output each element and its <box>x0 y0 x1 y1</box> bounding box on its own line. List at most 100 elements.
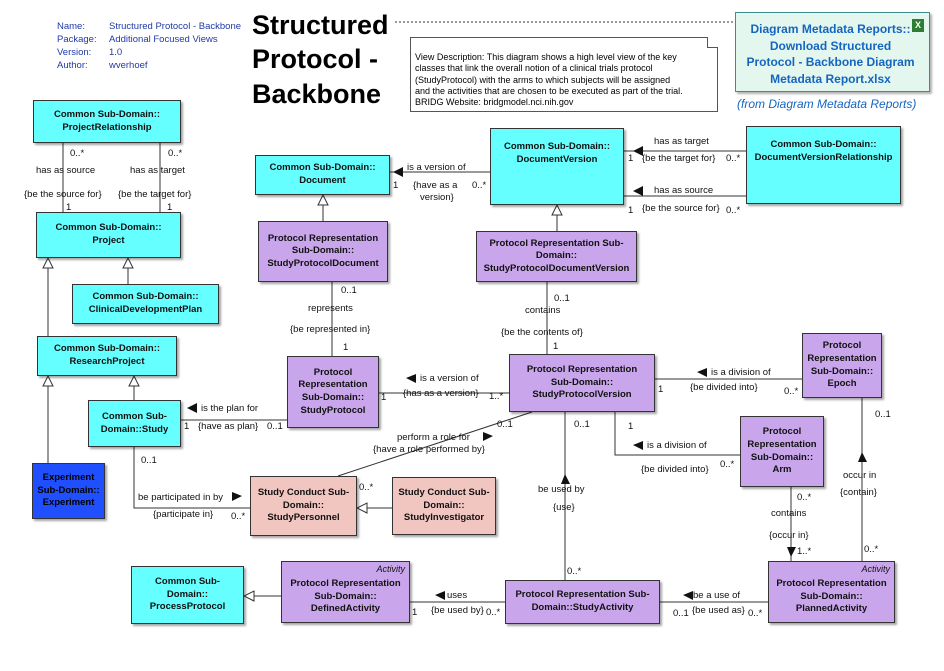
dvr-mult-1a: 1 <box>628 153 633 164</box>
sp-mult-1: 1 <box>381 392 386 403</box>
meta-version-label: Version: <box>57 47 92 58</box>
role-be-source-for-2: {be the source for} <box>642 203 720 214</box>
class-clinical-development-plan[interactable]: Common Sub-Domain:: ClinicalDevelopmentP… <box>72 284 219 324</box>
class-label: Common Sub-Domain:: <box>55 222 162 234</box>
class-project-relationship[interactable]: Common Sub-Domain:: ProjectRelationship <box>33 100 181 143</box>
pa-mult-0m-2: 0..* <box>748 608 763 619</box>
arm-mult-0m: 0..* <box>720 459 735 470</box>
role-occur-in: occur in <box>843 470 876 481</box>
role-perform-role: perform a role for <box>397 432 470 443</box>
class-label: Common Sub-Domain:: <box>92 291 199 303</box>
class-planned-activity[interactable]: Activity Protocol Representation Sub-Dom… <box>768 561 895 623</box>
class-study-investigator[interactable]: Study Conduct Sub- Domain:: StudyInvesti… <box>392 477 496 535</box>
class-label: Protocol Representation <box>526 364 638 376</box>
class-label: Protocol <box>313 366 353 378</box>
class-label: Protocol <box>822 340 862 352</box>
class-document-version[interactable]: Common Sub-Domain:: DocumentVersion <box>490 128 624 205</box>
st-mult-1: 1 <box>184 421 189 432</box>
class-label: Experiment <box>42 497 95 509</box>
pers-mult-0m-2: 0..* <box>231 511 246 522</box>
arm-mult-1: 1 <box>628 421 633 432</box>
role-occur-in-2: {occur in} <box>769 530 809 541</box>
class-label: Sub-Domain:: <box>550 376 614 388</box>
ep-mult-1: 1 <box>658 384 663 395</box>
class-label: StudyProtocolDocumentVersion <box>483 262 630 274</box>
assoc-perform-role <box>337 411 533 477</box>
rep-mult-01: 0..1 <box>341 285 357 296</box>
class-defined-activity[interactable]: Activity Protocol Representation Sub-Dom… <box>281 561 410 623</box>
role-be-divided-into-2: {be divided into} <box>641 464 709 475</box>
class-research-project[interactable]: Common Sub-Domain:: ResearchProject <box>37 336 177 376</box>
class-label: Protocol Representation Sub- <box>489 237 624 249</box>
dvr-mult-0m-a: 0..* <box>726 153 741 164</box>
sa-mult-0m-2: 0..* <box>486 607 501 618</box>
class-label: Common Sub-Domain:: <box>503 140 611 152</box>
title-line-3: Backbone <box>252 78 382 109</box>
stereotype-label: Activity <box>861 564 890 574</box>
class-label: Sub-Domain:: <box>301 392 365 403</box>
role-be-participated: be participated in by <box>138 492 223 503</box>
role-be-used-by: be used by <box>538 484 585 495</box>
class-document[interactable]: Common Sub-Domain:: Document <box>255 155 390 195</box>
note-line-2: classes that link the overall notion of … <box>415 63 653 74</box>
class-study-protocol[interactable]: Protocol Representation Sub-Domain:: Stu… <box>287 356 379 428</box>
class-process-protocol[interactable]: Common Sub- Domain:: ProcessProtocol <box>131 566 244 624</box>
da-mult-1: 1 <box>412 607 417 618</box>
class-label: ProjectRelationship <box>62 121 152 133</box>
class-label: Arm <box>772 464 792 476</box>
report-line-2: Download Structured <box>769 38 892 53</box>
class-experiment[interactable]: Experiment Sub-Domain:: Experiment <box>32 463 105 519</box>
class-label: StudyPersonnel <box>267 512 340 524</box>
note-fold-corner <box>707 37 718 48</box>
spv-mult-01: 0..1 <box>497 419 513 430</box>
report-line-3: Protocol - Backbone Diagram <box>746 55 915 70</box>
role-uses: uses <box>447 590 467 601</box>
class-label: StudyProtocol <box>300 404 366 416</box>
pa-mult-1m: 1..* <box>797 546 812 557</box>
con-mult-1: 1 <box>553 341 558 352</box>
role-is-version-of-2: is a version of <box>420 373 479 384</box>
role-has-as-target: has as target <box>130 165 185 176</box>
class-label: StudyProtocolVersion <box>532 389 632 401</box>
class-label: Domain:: <box>166 588 209 600</box>
class-label: Epoch <box>827 378 857 390</box>
class-label: ClinicalDevelopmentPlan <box>88 304 203 315</box>
meta-author-label: Author: <box>57 60 88 71</box>
class-study[interactable]: Common Sub- Domain::Study <box>88 400 181 447</box>
spv-mult-01-b: 0..1 <box>574 419 590 430</box>
class-label: Sub-Domain:: <box>800 590 863 602</box>
metadata-report-artifact[interactable]: X Diagram Metadata Reports:: Download St… <box>735 12 930 92</box>
class-epoch[interactable]: Protocol Representation Sub-Domain:: Epo… <box>802 333 882 398</box>
class-arm[interactable]: Protocol Representation Sub-Domain:: Arm <box>740 416 824 487</box>
class-document-version-relationship[interactable]: Common Sub-Domain:: DocumentVersionRelat… <box>746 126 901 204</box>
class-label: Representation <box>298 379 368 391</box>
role-is-division-of-2: is a division of <box>647 440 707 451</box>
pa-mult-0m: 0..* <box>864 544 879 555</box>
view-description-note: View Description: This diagram shows a h… <box>410 37 718 112</box>
class-label: DefinedActivity <box>310 603 381 615</box>
stereotype-label: Activity <box>376 564 405 574</box>
note-line-4: and the activities that are chosen to be… <box>415 85 683 96</box>
sa-mult-01: 0..1 <box>673 608 689 619</box>
role-has-as-version: {has as a version} <box>403 388 479 399</box>
role-is-version-of: is a version of <box>407 162 466 173</box>
class-study-activity[interactable]: Protocol Representation Sub- Domain::Stu… <box>505 580 660 624</box>
class-study-protocol-document[interactable]: Protocol Representation Sub-Domain:: Stu… <box>258 221 388 282</box>
pr-mult-1a: 1 <box>66 202 71 213</box>
class-label: StudyInvestigator <box>403 512 485 524</box>
role-have-role: {have a role performed by} <box>373 444 485 455</box>
class-project[interactable]: Common Sub-Domain:: Project <box>36 212 181 258</box>
class-label: Project <box>92 235 125 246</box>
class-study-protocol-document-version[interactable]: Protocol Representation Sub- Domain:: St… <box>476 231 637 282</box>
class-study-personnel[interactable]: Study Conduct Sub- Domain:: StudyPersonn… <box>250 476 357 536</box>
meta-author-value: wverhoef <box>109 60 148 71</box>
meta-package-label: Package: <box>57 34 97 45</box>
class-label: DocumentVersionRelationship <box>754 152 893 163</box>
class-study-protocol-version[interactable]: Protocol Representation Sub-Domain:: Stu… <box>509 354 655 412</box>
class-label: Protocol <box>762 426 802 438</box>
class-label: Domain:: <box>282 499 325 511</box>
class-label: ProcessProtocol <box>149 601 226 613</box>
role-be-target-for-2: {be the target for} <box>642 153 715 164</box>
